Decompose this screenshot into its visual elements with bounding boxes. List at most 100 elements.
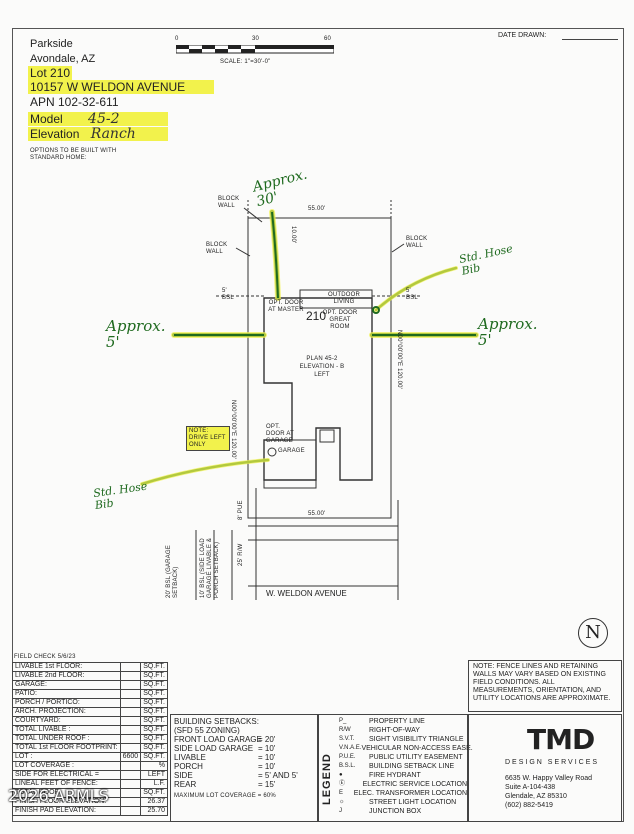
- legend-text: PUBLIC UTILITY EASEMENT: [369, 754, 463, 761]
- area-row-label: LOT :: [12, 752, 121, 762]
- lot-label: Lot 210: [28, 66, 73, 80]
- garage-box: [263, 439, 317, 489]
- legend-text: PROPERTY LINE: [369, 718, 425, 725]
- legend-item: P_PROPERTY LINE: [339, 717, 467, 726]
- block-wall-right-label: BLOCK WALL: [406, 236, 428, 249]
- legend-symbol: B.S.L.: [339, 763, 356, 769]
- legend-item: Ⓔ ELECTRIC SERVICE LOCATION: [339, 780, 467, 789]
- setback-value: = 10': [258, 762, 276, 771]
- elevation-label: Elevation: [30, 127, 80, 141]
- setback-row: PORCH = 10': [174, 762, 314, 771]
- opt-door-garage-label: OPT. DOOR AT GARAGE: [266, 424, 294, 444]
- plan-name-label: PLAN 45-2: [306, 356, 338, 362]
- area-row-label: FINISH PAD ELEVATION:: [12, 806, 121, 816]
- elevation-value: Ranch: [90, 126, 136, 142]
- area-table-row: SIDE FOR ELECTRICAL =LEFT: [12, 770, 168, 780]
- area-row-value: [119, 761, 142, 771]
- row-label: 25' R/W: [238, 543, 244, 566]
- area-table-row: TOTAL UNDER ROOF :SQ.FT.: [12, 734, 168, 744]
- city-state: Avondale, AZ: [30, 53, 96, 65]
- company-address-1: 6635 W. Happy Valley Road: [505, 775, 593, 782]
- scale-tick-30: 30: [252, 36, 260, 42]
- approx-left-annotation: Approx. 5': [106, 317, 166, 351]
- area-row-unit: SQ.FT.: [140, 689, 168, 699]
- area-row-label: PORCH / PORTICO:: [12, 698, 121, 708]
- setback-value: = 10': [258, 744, 276, 753]
- setbacks-subtitle: (SFD 55 ZONING): [174, 726, 240, 735]
- area-row-label: GARAGE:: [12, 680, 121, 690]
- address-label: 10157 W WELDON AVENUE: [28, 80, 214, 94]
- community-name: Parkside: [30, 38, 73, 50]
- legend-text: SIGHT VISIBILITY TRIANGLE: [369, 736, 464, 743]
- legend-symbol: Ⓔ: [339, 781, 346, 787]
- right-dimension: N00°00'00"E 120.00': [396, 330, 402, 389]
- area-table-row: LIVABLE 2nd FLOOR:SQ.FT.: [12, 671, 168, 681]
- setback-label: PORCH: [174, 762, 203, 771]
- bsl-left-label: 5' BSL: [222, 288, 234, 301]
- company-tagline: DESIGN SERVICES: [505, 759, 600, 766]
- max-coverage: MAXIMUM LOT COVERAGE = 60%: [174, 793, 276, 799]
- area-table-row: GARAGE: SQ.FT.: [12, 680, 168, 690]
- setback-row: LIVABLE= 10': [174, 753, 314, 762]
- legend-text: VEHICULAR NON-ACCESS EASE.: [361, 745, 473, 752]
- area-row-value: [119, 743, 142, 753]
- company-logo: TMD: [527, 723, 595, 756]
- legend-item: S.V.T.SIGHT VISIBILITY TRIANGLE: [339, 735, 467, 744]
- legend-text: ELECTRIC SERVICE LOCATION: [362, 781, 467, 788]
- setback-value: = 5' AND 5': [258, 771, 298, 780]
- model-row: Model 45-2: [28, 112, 168, 126]
- area-row-value: [119, 788, 142, 798]
- opt-door-master-label: OPT. DOOR AT MASTER: [268, 300, 304, 313]
- legend-symbol: V.N.A.E.: [339, 745, 362, 751]
- setback-label: LIVABLE: [174, 753, 206, 762]
- area-row-unit: 25.70: [140, 806, 168, 816]
- area-row-unit: SQ.FT.: [140, 743, 168, 753]
- pue-label: 8' PUE: [238, 500, 244, 520]
- bsl-right-label: 5' BSL: [406, 288, 418, 301]
- elevation-row: Elevation Ranch: [28, 127, 168, 141]
- legend-text: JUNCTION BOX: [369, 808, 422, 815]
- legend-symbol: E: [339, 790, 344, 796]
- setback-label: REAR: [174, 780, 197, 789]
- left-dimension: N00°00'00"E 120.00': [230, 400, 236, 459]
- plan-elevation-label: ELEVATION - B: [299, 364, 345, 370]
- setback-row: SIDE= 5' AND 5': [174, 771, 314, 780]
- area-row-label: LOT COVERAGE :: [12, 761, 121, 771]
- scale-bar: 0 30 60 SCALE: 1"=30'-0": [170, 36, 340, 66]
- area-row-label: PATIO:: [12, 689, 121, 699]
- area-row-unit: 26.37: [140, 797, 168, 807]
- area-row-unit: SQ.FT.: [140, 671, 168, 681]
- area-row-label: SIDE FOR ELECTRICAL =: [12, 770, 121, 780]
- setback-row: FRONT LOAD GARAGE= 20': [174, 735, 314, 744]
- model-value: 45-2: [88, 111, 120, 127]
- lot-boundary: [247, 217, 392, 519]
- area-row-unit: SQ.FT.: [140, 725, 168, 735]
- area-row-value: [119, 716, 142, 726]
- area-table-row: LOT COVERAGE :%: [12, 761, 168, 771]
- area-row-value: [119, 707, 142, 717]
- area-row-value: [119, 698, 142, 708]
- area-row-unit: SQ.FT.: [140, 734, 168, 744]
- legend-item: J JUNCTION BOX: [339, 807, 467, 816]
- area-row-value: [119, 662, 142, 672]
- setback-rows: FRONT LOAD GARAGE= 20'SIDE LOAD GARAGE= …: [174, 735, 314, 789]
- legend-item: B.S.L.BUILDING SETBACK LINE: [339, 762, 467, 771]
- legend-symbol: ●: [339, 772, 343, 778]
- setback-row: SIDE LOAD GARAGE= 10': [174, 744, 314, 753]
- area-row-unit: SQ.FT.: [140, 716, 168, 726]
- area-row-unit: SQ.FT.: [140, 680, 168, 690]
- area-row-label: TOTAL 1st FLOOR FOOTPRINT:: [12, 743, 121, 753]
- plot-plan-drawing: [140, 200, 479, 600]
- model-label: Model: [30, 112, 63, 126]
- area-table-row: PATIO: SQ.FT.: [12, 689, 168, 699]
- legend-symbol: J: [339, 808, 342, 814]
- setbacks-box: BUILDING SETBACKS: (SFD 55 ZONING) FRONT…: [170, 714, 318, 822]
- area-table-row: FINISH PAD ELEVATION: 25.70: [12, 806, 168, 816]
- side-load-setback-label: 10' BSL (SIDE LOAD GARAGE LIVABLE & PORC…: [200, 537, 220, 598]
- outdoor-living-box: [299, 289, 373, 309]
- company-phone: (602) 882-5419: [505, 802, 553, 809]
